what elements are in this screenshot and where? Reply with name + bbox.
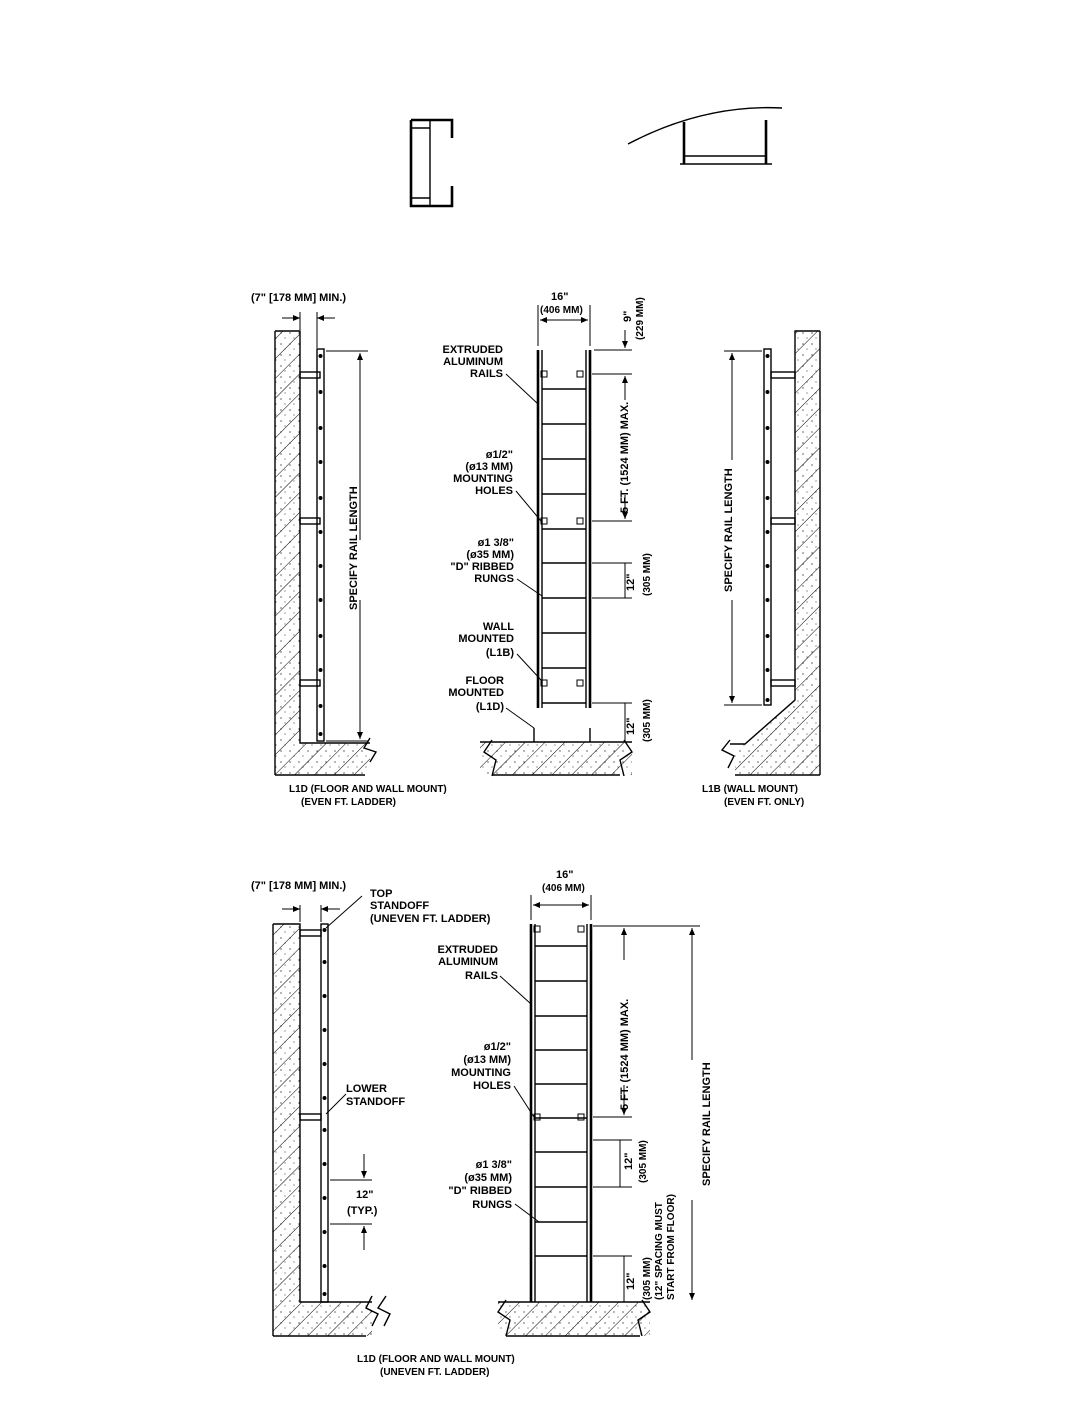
ladder-front-view-even [480,305,633,777]
uneven-rungs-2: (ø35 MM) [464,1172,512,1184]
holes-label-2: (ø13 MM) [465,461,513,473]
lower-standoff-1: LOWER [346,1083,387,1095]
rung-mm: (305 MM) [642,553,653,596]
top-standoff-2: STANDOFF [370,900,429,912]
width-in: 16" [551,291,568,303]
lower-standoff-2: STANDOFF [346,1096,405,1108]
caption-l1b-sub: (EVEN FT. ONLY) [724,797,804,808]
rails-label-3: RAILS [470,368,503,380]
holes-label-1: ø1/2" [486,449,513,461]
uneven-spacing: 5 FT. (1524 MM) MAX. [619,999,631,1110]
uneven-rung-mm: (305 MM) [638,1140,649,1183]
uneven-holes-1: ø1/2" [484,1041,511,1053]
uneven-rungs-3: "D" RIBBED [448,1185,512,1197]
rungs-label-2: (ø35 MM) [466,549,514,561]
rail-section-detail [409,118,454,208]
ladder-front-view-uneven [497,895,700,1337]
rungs-label-3: "D" RIBBED [450,561,514,573]
uneven-rung-in: 12" [623,1153,635,1170]
uneven-rails-2: ALUMINUM [438,956,498,968]
standoff-dimension: (7" [178 MM] MIN.) [251,292,346,304]
typ-label: (TYP.) [347,1205,378,1217]
uneven-rails-1: EXTRUDED [437,944,498,956]
l1b-rail-length: SPECIFY RAIL LENGTH [723,468,735,592]
rungs-label-4: RUNGS [474,573,514,585]
top-mm: (229 MM) [635,297,646,340]
uneven-bottom-in: 12" [625,1273,637,1290]
wall-mounted-2: MOUNTED [458,633,514,645]
caption-l1d-uneven: L1D (FLOOR AND WALL MOUNT) [357,1354,515,1365]
wall-mounted-1: WALL [483,621,514,633]
rungs-label-1: ø1 3/8" [478,537,514,549]
uneven-width-in: 16" [556,869,573,881]
spacing-label: 5 FT. (1524 MM) MAX. [619,402,631,513]
curved-cage-detail [627,106,783,165]
uneven-rails-3: RAILS [465,970,498,982]
uneven-rail-length: SPECIFY RAIL LENGTH [701,1062,713,1186]
l1b-side-view [720,330,821,776]
top-in: 9" [622,311,634,322]
uneven-holes-2: (ø13 MM) [463,1054,511,1066]
width-mm: (406 MM) [540,305,583,316]
l1d-uneven-side-view [272,895,391,1337]
caption-l1d-even: L1D (FLOOR AND WALL MOUNT) [289,784,447,795]
floor-mounted-2: MOUNTED [448,687,504,699]
floor-mounted-3: (L1D) [476,701,504,713]
bottom-in: 12" [625,718,637,735]
uneven-note-1: (12" SPACING MUST [654,1202,665,1300]
holes-label-3: MOUNTING [453,473,513,485]
wall-mounted-3: (L1B) [486,647,514,659]
caption-l1d-uneven-sub: (UNEVEN FT. LADDER) [380,1367,489,1378]
rails-label-1: EXTRUDED [442,344,503,356]
uneven-holes-3: MOUNTING [451,1067,511,1079]
top-standoff-1: TOP [370,888,392,900]
rail-length-label: SPECIFY RAIL LENGTH [348,486,360,610]
caption-l1d-even-sub: (EVEN FT. LADDER) [301,797,396,808]
uneven-width-mm: (406 MM) [542,883,585,894]
rung-in: 12" [625,574,637,591]
uneven-note-2: START FROM FLOOR) [666,1194,677,1300]
bottom-mm: (305 MM) [642,699,653,742]
floor-mounted-1: FLOOR [466,675,505,687]
rails-label-2: ALUMINUM [443,356,503,368]
top-standoff-3: (UNEVEN FT. LADDER) [370,913,491,925]
holes-label-4: HOLES [475,485,513,497]
uneven-holes-4: HOLES [473,1080,511,1092]
uneven-bottom-mm: (305 MM) [642,1257,653,1300]
uneven-standoff-dimension: (7" [178 MM] MIN.) [251,880,346,892]
uneven-rungs-1: ø1 3/8" [476,1159,512,1171]
uneven-rungs-4: RUNGS [472,1199,512,1211]
caption-l1b: L1B (WALL MOUNT) [702,784,798,795]
typ-in: 12" [356,1189,373,1201]
l1d-even-side-view [274,312,378,776]
